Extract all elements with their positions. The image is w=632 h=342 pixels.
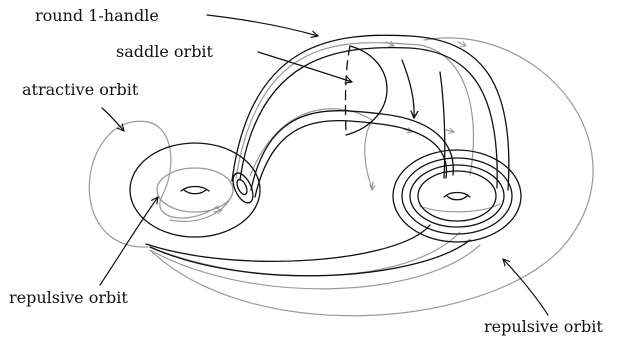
handle-trajectory-2 (439, 71, 446, 179)
handle-flow-gray-3 (249, 108, 373, 177)
right-torus-ring-1 (392, 149, 522, 243)
pointer-attractive-orbit (101, 107, 125, 132)
repulsive-orbit-left-label: repulsive orbit (9, 288, 128, 307)
disk-flow-right (419, 203, 501, 213)
bottom-link-2 (145, 224, 431, 263)
right-hole-upper (443, 191, 471, 198)
gray-arrow-2 (457, 42, 467, 46)
handle-trajectory-1 (401, 59, 414, 119)
pointer-repulsive-left (99, 196, 159, 286)
round-handle-label: round 1-handle (35, 6, 159, 25)
handle-foot-left (232, 172, 254, 204)
right-torus-ring-2 (401, 157, 513, 235)
pointer-arrows (99, 14, 549, 316)
right-torus-ring-4 (417, 170, 497, 222)
pointer-saddle-orbit (257, 51, 353, 82)
gray-arrow-1 (385, 42, 395, 46)
saddle-orbit-dashed (344, 45, 351, 136)
handle-inner-arc-2 (250, 110, 454, 191)
attractive-orbit-loop (88, 120, 219, 248)
left-torus-outer (129, 142, 261, 238)
pointer-repulsive-right (502, 258, 549, 316)
handle-outer-arc (231, 34, 510, 191)
black-structure (129, 34, 522, 277)
handle-outer-arc-2 (239, 46, 498, 189)
saddle-orbit-label: saddle orbit (116, 42, 213, 61)
pointer-round-handle (206, 14, 319, 36)
repulsive-orbit-right-label: repulsive orbit (484, 317, 603, 336)
left-hole-lower (183, 189, 207, 195)
lower-flow-1 (149, 244, 481, 290)
left-torus-inner (156, 167, 234, 213)
right-hole-lower (446, 195, 468, 201)
left-hole-upper (180, 185, 210, 192)
gray-arrow-6 (213, 210, 223, 212)
handle-inner-arc (254, 119, 448, 198)
attractive-orbit-label: atractive orbit (22, 80, 139, 99)
right-torus-ring-3 (409, 164, 505, 228)
handle-flow-gray-2 (419, 44, 475, 176)
gray-arrow-3 (372, 181, 373, 191)
gray-arrow-5 (445, 130, 455, 132)
handle-flow-gray-1 (235, 42, 421, 179)
saddle-orbit-front (345, 45, 388, 136)
handle-foot-left-inner (236, 178, 248, 196)
outer-sweep-right (149, 37, 594, 317)
lower-flow-2 (151, 231, 461, 277)
bottom-link-1 (149, 239, 471, 277)
handle-flow-gray-4 (364, 120, 373, 189)
gray-flow-lines (88, 37, 594, 317)
